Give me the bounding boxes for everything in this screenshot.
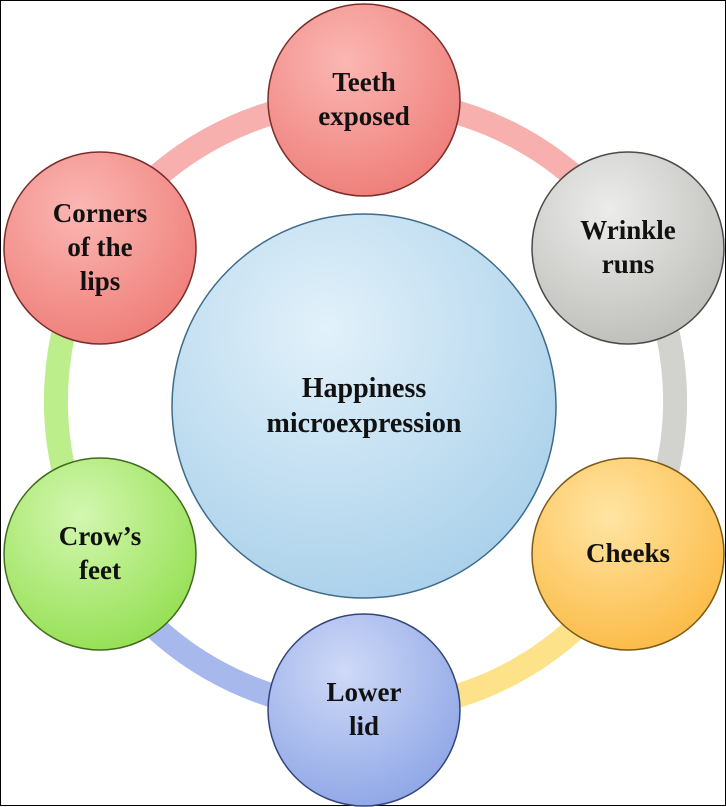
node-label-cheeks: Cheeks [548, 534, 708, 574]
node-circle-wrinkle-runs [531, 151, 725, 345]
node-label-line: feet [79, 555, 121, 585]
center-label-line1: Happiness [301, 373, 427, 404]
center-label-line2: microexpression [266, 408, 462, 439]
node-label-crows-feet: Crow’s feet [20, 519, 180, 589]
node-label-line: Corners [52, 198, 148, 229]
node-label-line: lips [79, 265, 121, 296]
node-circle-teeth-exposed [267, 3, 461, 197]
node-label-line: Cheeks [585, 538, 670, 569]
node-circle-crows-feet [3, 457, 197, 651]
node-label-line: Lower [326, 677, 402, 708]
node-label-line: runs [601, 249, 655, 279]
center-label: Happiness microexpression [214, 356, 514, 456]
node-label-line: lid [348, 711, 380, 741]
node-label-teeth-exposed: Teeth exposed [284, 60, 444, 140]
node-circle-corners-of-lips [3, 151, 197, 345]
node-label-line: Wrinkle [580, 215, 676, 246]
node-label-line: Teeth [332, 67, 396, 98]
node-label-corners-of-lips: Corners of the lips [20, 198, 180, 298]
node-circle-cheeks [531, 457, 725, 651]
node-label-lower-lid: Lower lid [284, 670, 444, 750]
node-label-wrinkle-runs: Wrinkle runs [548, 208, 708, 288]
center-circle [171, 213, 557, 599]
node-label-line: exposed [318, 101, 410, 131]
node-label-line: of the [67, 232, 133, 263]
node-label-line: Crow’s [58, 521, 142, 552]
